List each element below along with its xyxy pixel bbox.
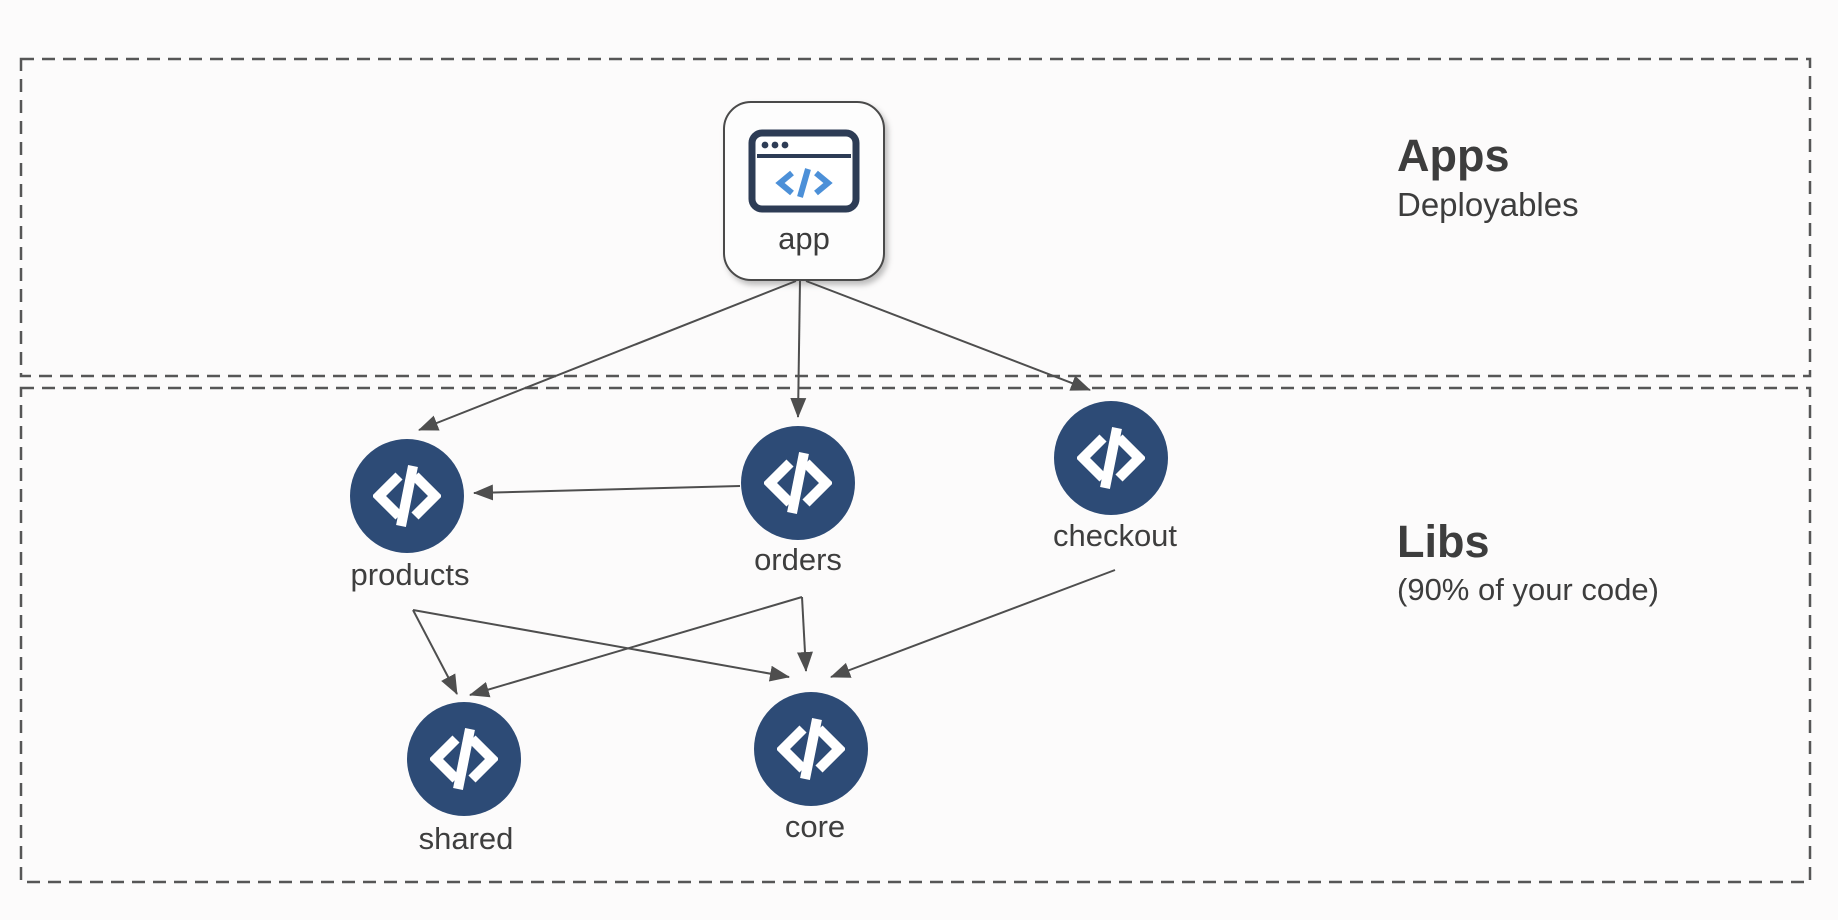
node-core-label: core: [784, 809, 846, 844]
node-checkout-label: checkout: [1052, 518, 1178, 553]
code-icon: [1077, 427, 1145, 489]
node-app: app: [723, 101, 885, 281]
code-icon: [777, 718, 845, 780]
node-core: [754, 692, 868, 806]
node-orders: [741, 426, 855, 540]
edge-app-products: [418, 280, 797, 431]
node-products-label: products: [350, 557, 470, 592]
node-products: [350, 439, 464, 553]
code-icon: [430, 728, 498, 790]
edge-orders-core: [796, 596, 813, 672]
edge-orders-products: [473, 484, 741, 501]
libs-zone-subtitle: (90% of your code): [1397, 571, 1659, 607]
node-checkout: [1054, 401, 1168, 515]
apps-zone-title: Apps: [1397, 130, 1510, 181]
code-icon: [764, 452, 832, 514]
apps-zone-border: [19, 57, 1812, 378]
edge-app-orders: [790, 280, 807, 418]
code-icon: [373, 465, 441, 527]
edge-app-checkout: [805, 280, 1091, 391]
libs-zone-title: Libs: [1397, 516, 1490, 567]
node-app-label: app: [778, 221, 830, 256]
apps-zone-subtitle: Deployables: [1397, 185, 1579, 223]
node-orders-label: orders: [754, 542, 842, 577]
edge-checkout-core: [830, 569, 1116, 678]
node-shared-label: shared: [418, 821, 514, 856]
apps-zone-heading: Apps Deployables: [1397, 130, 1579, 224]
edge-products-core: [412, 609, 790, 682]
node-shared: [407, 702, 521, 816]
libs-zone-border: [19, 386, 1812, 884]
edge-orders-shared: [469, 596, 803, 698]
libs-zone-heading: Libs (90% of your code): [1397, 516, 1659, 607]
edge-products-shared: [412, 609, 458, 695]
browser-code-icon: [748, 129, 860, 213]
